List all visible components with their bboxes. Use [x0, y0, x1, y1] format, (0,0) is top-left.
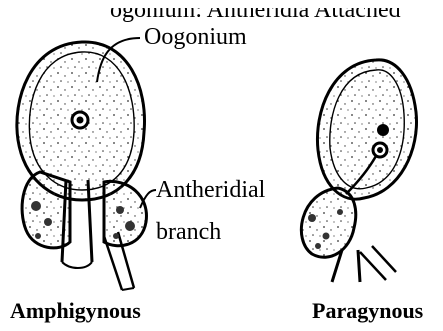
paragynous-figure: [301, 60, 416, 282]
antheridial-branch-label-line1: Antheridial: [156, 178, 265, 202]
oogonium-right: [317, 60, 416, 199]
antheridium-right: [301, 188, 355, 257]
oogonium-label: Oogonium: [144, 25, 247, 49]
caption-paragynous: Paragynous: [312, 300, 423, 322]
oospore-nucleus-right: [377, 124, 389, 136]
antheridial-branch-label-line2: branch: [156, 220, 221, 244]
caption-amphigynous: Amphigynous: [10, 300, 141, 322]
amphigynous-figure: [17, 38, 156, 290]
